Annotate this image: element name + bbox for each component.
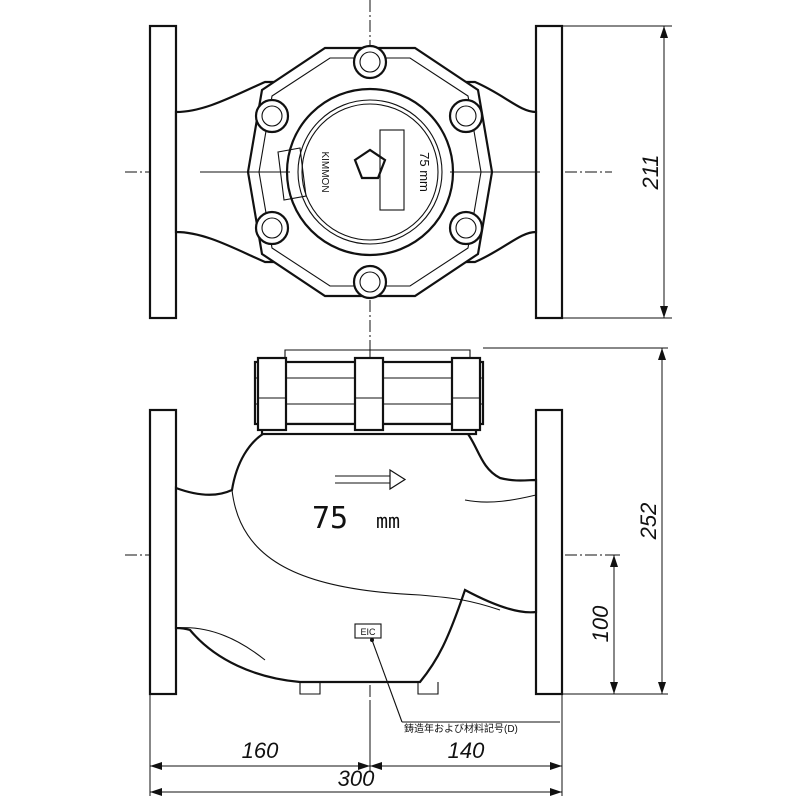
top-view-brand: KIMMON	[319, 151, 330, 192]
dimension-overall-length: 300	[338, 766, 375, 791]
casting-mark-box	[354, 623, 382, 639]
top-view-brand-logo	[353, 148, 387, 180]
dimension-left-length: 160	[242, 738, 279, 763]
top-view-size-text: 75 mm	[417, 152, 432, 192]
dimension-right-length: 140	[448, 738, 485, 763]
side-view: 75 mm EIC 鋳造年および材料記号(D) 252 100 160 140	[125, 345, 668, 796]
body-size-marking: 75	[312, 501, 348, 536]
top-view-bolts	[254, 44, 484, 300]
side-view-body	[174, 428, 538, 684]
casting-leader-line	[371, 639, 403, 723]
dimension-overall-height: 211	[638, 154, 663, 190]
top-view: KIMMON 75 mm 211	[125, 0, 672, 345]
top-view-left-flange	[148, 24, 178, 320]
casting-note: 鋳造年および材料記号(D)	[404, 722, 518, 735]
top-view-lid-clasp	[277, 147, 307, 201]
dimension-center-height: 100	[588, 605, 613, 642]
side-view-left-flange	[148, 408, 178, 696]
flow-direction-arrow-icon	[335, 468, 407, 491]
side-view-right-flange	[534, 408, 564, 696]
body-unit-marking: mm	[376, 509, 400, 533]
dimension-side-height: 252	[636, 503, 661, 541]
casting-mark: EIC	[360, 627, 376, 637]
top-view-register-housing	[246, 46, 494, 298]
